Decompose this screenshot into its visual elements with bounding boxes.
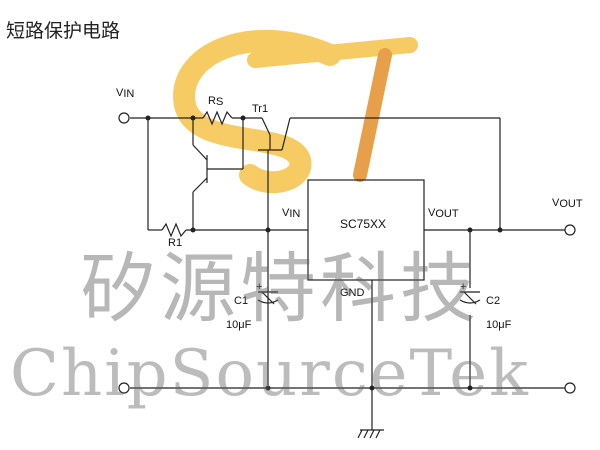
vin-label: VIN [116,87,134,100]
c1-label: C1 [234,295,248,307]
c2-capacitor [459,291,481,305]
r1-label: R1 [168,237,182,249]
watermark-english: ChipSourceTek [10,337,530,411]
rs-resistor [202,110,233,126]
c1-value-label: 10μF [226,319,252,331]
ic-vout-label: VOUT [428,207,459,220]
c1-plus-label: + [256,281,262,293]
c2-label: C2 [486,295,500,307]
tr1-label: Tr1 [252,103,268,115]
c2-plus-label: + [460,281,466,293]
vout-terminal [564,224,576,236]
wires [130,117,565,430]
c1-capacitor [257,291,279,305]
vin-terminal [118,112,130,124]
ic-part-label: SC75XX [340,217,386,231]
watermark-chinese: 矽源特科技 [80,244,480,333]
page-title: 短路保护电路 [6,20,121,42]
r1-resistor [161,222,187,238]
ground-symbol [357,429,384,439]
bottom-right-terminal [564,382,576,394]
junction-dots [145,115,503,391]
bottom-left-terminal [118,382,130,394]
watermark-logo [173,29,418,194]
ic-vin-label: VIN [282,207,300,220]
c2-value-label: 10μF [486,319,512,331]
ic-gnd-label: GND [340,287,365,299]
vout-label: VOUT [552,197,583,210]
rs-label: RS [208,95,223,108]
